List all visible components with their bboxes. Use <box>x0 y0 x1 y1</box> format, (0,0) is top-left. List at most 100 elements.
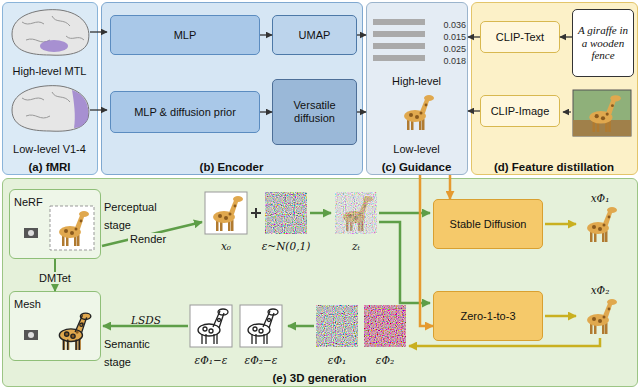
text-slot: Perceptual stage <box>104 197 168 233</box>
text-slot: zₜ <box>336 236 376 254</box>
noise-pred <box>364 305 406 347</box>
fmri-arrow <box>90 31 107 32</box>
math-label: zₜ <box>352 240 360 252</box>
connector <box>560 36 572 37</box>
math-label: εΦ₂ <box>376 354 394 366</box>
zt-image <box>335 192 377 234</box>
score-value: 0.015 <box>443 32 466 42</box>
nerf-figure <box>24 206 94 250</box>
panel-label: Low-level <box>393 143 439 155</box>
flow-arrow <box>310 212 331 215</box>
text-slot: xΦ₁ <box>576 188 624 206</box>
encoder-box: CLIP-Image <box>480 95 560 127</box>
panel-label: (b) Encoder <box>200 161 264 173</box>
node-label: Stable Diffusion <box>450 218 527 231</box>
text-slot: xΦ₂ <box>576 280 624 298</box>
process-box: MLP & diffusion prior <box>110 91 260 133</box>
text-slot: x₀ <box>206 236 246 254</box>
photo-arrow <box>563 111 571 112</box>
flow-arrow <box>379 222 430 303</box>
mesh-figure <box>24 313 91 350</box>
mesh-region: Mesh <box>9 291 101 361</box>
text-slot: (d) Feature distillation <box>472 157 636 175</box>
connector <box>357 34 366 35</box>
math-label: xΦ₂ <box>591 284 610 296</box>
connector <box>357 111 366 112</box>
plus-sign <box>251 208 261 218</box>
panel-label: (c) Guidance <box>382 161 452 173</box>
sds-arrow <box>103 325 188 328</box>
text-slot: Low-level <box>367 139 466 157</box>
stage-label: Semantic stage <box>104 338 150 368</box>
node-label: UMAP <box>299 29 331 42</box>
text-slot: 0.036 <box>428 14 466 32</box>
math-label: ε~N(0,1) <box>262 240 311 252</box>
text-slot: (a) fMRI <box>3 157 96 175</box>
connector <box>468 36 480 37</box>
brain-low <box>12 86 89 132</box>
panel-label: (d) Feature distillation <box>494 161 614 173</box>
text-slot: εΦ₁−ε <box>181 350 241 368</box>
caption-box: A giraffe in a wooden fence <box>572 9 634 77</box>
math-label: εΦ₁−ε <box>195 354 228 366</box>
math-label: εΦ₂−ε <box>245 354 278 366</box>
distillation-panel: (d) Feature distillation CLIP-Text A giraf… <box>471 2 638 175</box>
flow-arrow <box>545 315 576 318</box>
output-image <box>587 207 617 242</box>
render-arrow <box>102 222 202 246</box>
text-slot: High-level MTL <box>3 61 96 79</box>
similarity-bars <box>373 19 425 61</box>
residual-image <box>240 305 282 347</box>
score-value: 0.036 <box>443 20 466 30</box>
step-label: Render <box>128 233 168 245</box>
output-image <box>587 299 617 334</box>
fmri-arrow <box>90 109 107 110</box>
text-slot: εΦ₂−ε <box>231 350 291 368</box>
panel-label: NeRF <box>14 196 43 208</box>
flow-arrow <box>545 223 576 226</box>
connector <box>468 110 480 111</box>
flow-arrow <box>288 325 314 328</box>
node-label: CLIP-Text <box>496 31 544 44</box>
loss-label: LSDS <box>131 314 161 326</box>
connector <box>260 34 272 35</box>
score-value: 0.025 <box>443 44 466 54</box>
generation-panel: (e) 3D generation NeRF Mesh Stable Diffusio… <box>2 178 638 387</box>
edge-label: DMTet <box>37 272 73 284</box>
noise-image <box>265 192 307 234</box>
math-label: xΦ₁ <box>591 192 610 204</box>
flow-arrow <box>379 212 430 215</box>
panel-label: (e) 3D generation <box>273 372 367 384</box>
node-label: A giraffe in a wooden fence <box>576 24 630 62</box>
text-slot: High-level <box>367 71 466 89</box>
connector <box>420 175 433 326</box>
node-label: Versatile diffusion <box>276 99 353 124</box>
text-slot: (c) Guidance <box>367 157 466 175</box>
connector <box>54 259 56 291</box>
stage-label: Perceptual stage <box>104 201 157 231</box>
photo <box>573 90 631 136</box>
text-slot: (b) Encoder <box>102 157 361 175</box>
process-box: Versatile diffusion <box>272 79 357 145</box>
text-slot: (e) 3D generation <box>3 368 636 386</box>
math-label: εΦ₁ <box>328 354 346 366</box>
node-label: CLIP-Image <box>491 105 550 118</box>
residual-image <box>190 305 232 347</box>
text-slot: Mesh <box>14 294 58 312</box>
encoder-panel: (b) EncoderMLPUMAPMLP & diffusion priorV… <box>101 2 363 175</box>
model-box: Zero-1-to-3 <box>433 291 543 341</box>
text-slot: Low-level V1-4 <box>3 139 96 157</box>
node-label: MLP & diffusion prior <box>134 106 236 119</box>
text-slot: εΦ₁ <box>312 350 362 368</box>
connector <box>260 111 272 112</box>
panel-label: High-level <box>392 75 441 87</box>
x0-image <box>205 192 247 234</box>
panel-label: Low-level V1-4 <box>13 143 86 155</box>
text-slot: ε~N(0,1) <box>250 236 322 254</box>
text-slot: εΦ₂ <box>360 350 410 368</box>
process-box: UMAP <box>272 15 357 55</box>
model-box: Stable Diffusion <box>433 199 543 249</box>
brain-high <box>12 10 89 56</box>
panel-label: High-level MTL <box>13 65 87 77</box>
node-label: Zero-1-to-3 <box>460 310 515 323</box>
